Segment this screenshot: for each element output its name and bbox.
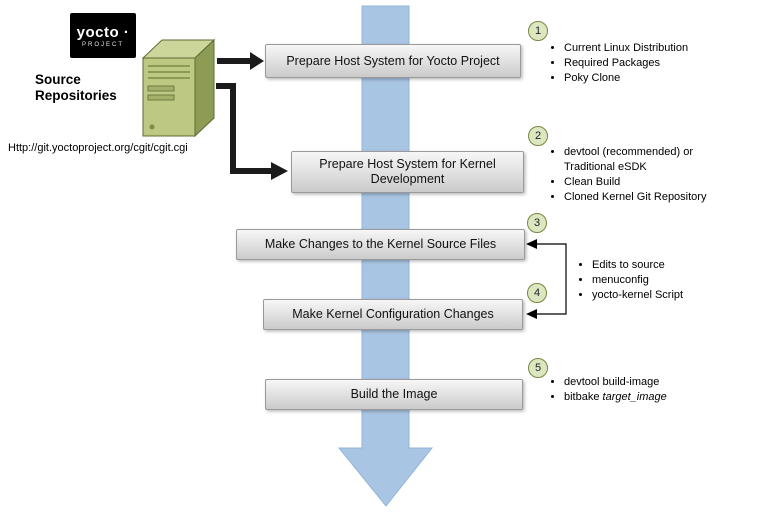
bullet-item: bitbake target_image [564, 390, 736, 405]
bullet-item: devtool build-image [564, 375, 736, 390]
git-repository-url: Http://git.yoctoproject.org/cgit/cgit.cg… [8, 142, 188, 154]
source-repositories-label: Source Repositories [35, 72, 117, 104]
step-box-build-image: Build the Image [265, 379, 523, 410]
source-label-line1: Source [35, 72, 81, 87]
step-5-bullets: devtool build-image bitbake target_image [551, 375, 736, 405]
source-label-line2: Repositories [35, 88, 117, 103]
bullet-item: Clean Build [564, 175, 726, 190]
bullet-item: yocto-kernel Script [592, 288, 739, 303]
bullet-item: Current Linux Distribution [564, 41, 746, 56]
bullet-text: bitbake [564, 391, 603, 403]
step-box-prepare-host-yocto: Prepare Host System for Yocto Project [265, 44, 521, 78]
step-box-prepare-host-kernel: Prepare Host System for Kernel Developme… [291, 151, 524, 193]
step-box-kernel-config-changes: Make Kernel Configuration Changes [263, 299, 523, 330]
step-number-2: 2 [528, 126, 548, 146]
bullet-item: devtool (recommended) or Traditional eSD… [564, 145, 726, 175]
bullet-item: Cloned Kernel Git Repository [564, 190, 726, 205]
arrow-server-to-step1 [217, 52, 264, 70]
step-number-3: 3 [527, 213, 547, 233]
bullet-item: Poky Clone [564, 71, 746, 86]
bullet-item: Edits to source [592, 258, 739, 273]
steps-3-4-shared-bullets: Edits to source menuconfig yocto-kernel … [579, 258, 739, 303]
yocto-logo-subtitle: PROJECT [81, 41, 124, 48]
step-2-bullets: devtool (recommended) or Traditional eSD… [551, 145, 726, 205]
bullet-text-italic: target_image [602, 391, 667, 403]
bullet-item: menuconfig [592, 273, 739, 288]
bracket-steps-3-4 [526, 239, 567, 319]
yocto-project-logo: yocto · PROJECT [70, 13, 136, 58]
step-box-change-kernel-sources: Make Changes to the Kernel Source Files [236, 229, 525, 260]
arrow-server-to-step2 [216, 83, 288, 180]
yocto-logo-wordmark: yocto · [76, 23, 130, 41]
step-number-1: 1 [528, 21, 548, 41]
step-1-bullets: Current Linux Distribution Required Pack… [551, 41, 746, 86]
step-number-5: 5 [528, 358, 548, 378]
bullet-item: Required Packages [564, 56, 746, 71]
step-number-4: 4 [527, 283, 547, 303]
bullet-text: devtool build-image [564, 376, 660, 388]
server-icon [141, 38, 216, 138]
